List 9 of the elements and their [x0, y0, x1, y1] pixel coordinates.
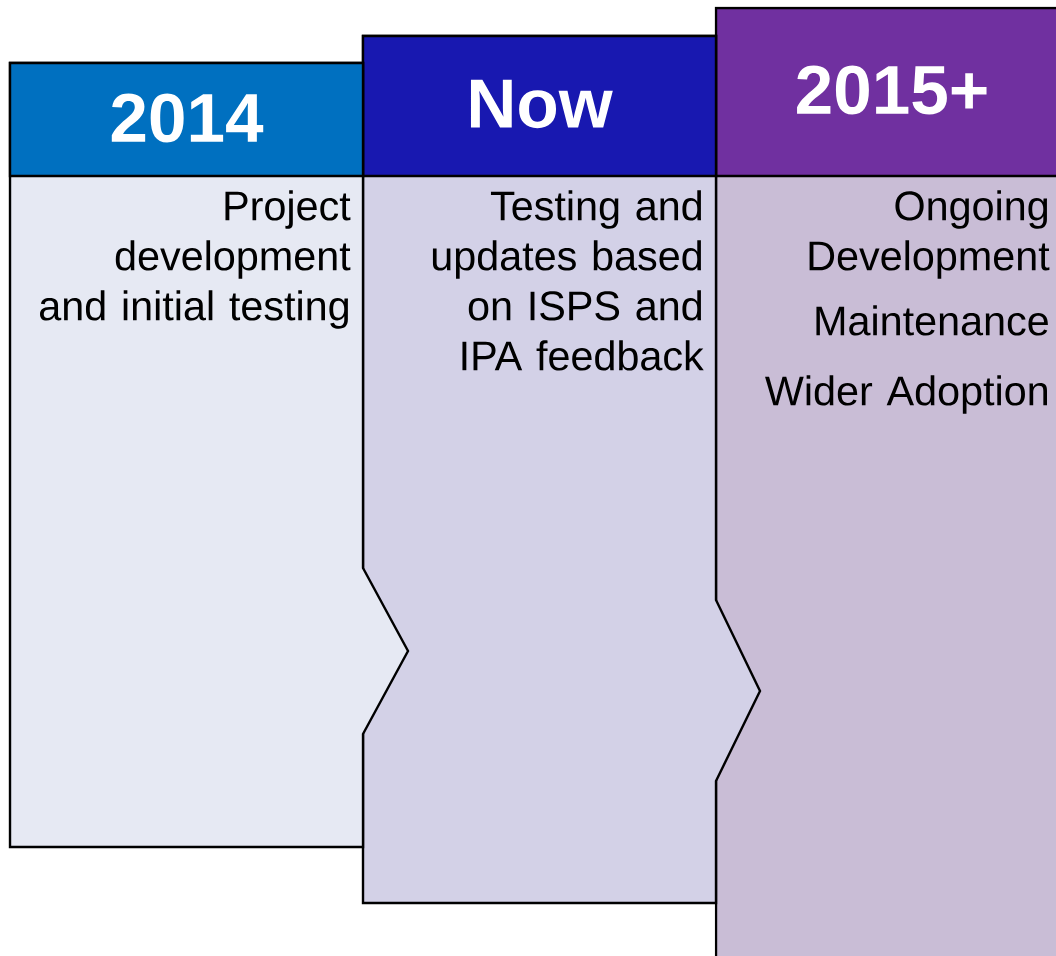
timeline-column	[714, 6, 1056, 956]
year-heading: 2015+	[797, 65, 987, 115]
description-text: Wider Adoption	[765, 375, 1047, 414]
year-heading: 2014	[111, 93, 264, 143]
description-text: Testing and updates based on ISPS and IPA feedback	[432, 190, 704, 371]
description-text: Maintenance	[816, 305, 1048, 336]
description-text: Ongoing Development	[809, 190, 1050, 279]
description-text: Project development and initial testing	[40, 190, 351, 329]
year-heading: Now	[470, 79, 613, 129]
